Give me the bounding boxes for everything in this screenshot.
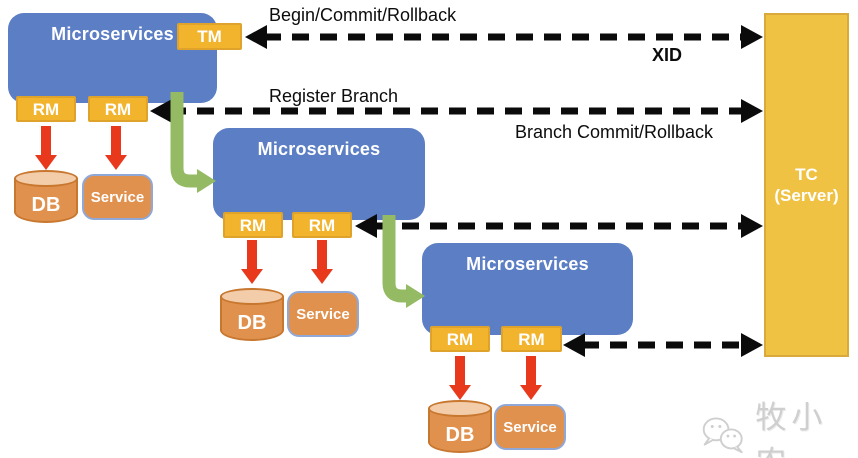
db-cylinder-top — [220, 288, 284, 305]
db-label: DB — [237, 312, 267, 334]
microservices-label: Microservices — [466, 254, 589, 274]
tc-label-line1: TC — [795, 165, 818, 184]
rm-badge-2a: RM — [223, 212, 283, 238]
microservices-box-3: Microservices — [422, 243, 633, 335]
rm-badge-3b: RM — [501, 326, 562, 352]
db-label: DB — [31, 194, 61, 216]
rm-badge-1a: RM — [16, 96, 76, 122]
service-label: Service — [296, 305, 350, 323]
dashed-arrow-register-branch — [150, 99, 763, 123]
microservices-label: Microservices — [51, 24, 174, 44]
service-box-2: Service — [287, 291, 359, 337]
watermark: 牧小农 — [698, 392, 858, 458]
red-arrow-rm1b-to-service — [105, 126, 127, 170]
rm-badge-2b: RM — [292, 212, 352, 238]
db-label: DB — [445, 424, 475, 446]
watermark-text: 牧小农 — [755, 400, 828, 458]
rm-badge-1b: RM — [88, 96, 148, 122]
red-arrow-rm3a-to-db — [449, 356, 471, 400]
service-box-1: Service — [82, 174, 153, 220]
tm-badge: TM — [177, 23, 242, 50]
db-cylinder-top — [14, 170, 78, 187]
label-register-branch: Register Branch — [269, 86, 399, 106]
dashed-arrow-begin-commit-rollback — [245, 25, 763, 49]
db-cylinder-1: DB — [14, 170, 78, 223]
service-label: Service — [503, 418, 557, 436]
dashed-arrow-branch-3 — [563, 333, 763, 357]
rm-badge-3a: RM — [430, 326, 490, 352]
db-cylinder-3: DB — [428, 400, 492, 453]
red-arrow-rm2b-to-service — [311, 240, 333, 284]
db-cylinder-top — [428, 400, 492, 417]
red-arrow-rm3b-to-service — [520, 356, 542, 400]
label-xid: XID — [652, 45, 683, 65]
label-begin-commit-rollback: Begin/Commit/Rollback — [269, 5, 457, 25]
wechat-icon — [702, 417, 743, 454]
microservices-box-2: Microservices — [213, 128, 425, 220]
tc-server-box: TC (Server) — [764, 13, 849, 357]
microservices-label: Microservices — [257, 139, 381, 159]
green-arrow-to-microservices-2 — [170, 92, 216, 193]
red-arrow-rm2a-to-db — [241, 240, 263, 284]
green-arrow-to-microservices-3 — [382, 215, 425, 308]
db-cylinder-2: DB — [220, 288, 284, 341]
service-label: Service — [90, 188, 145, 206]
red-arrow-rm1a-to-db — [35, 126, 57, 170]
label-branch-commit-rollback: Branch Commit/Rollback — [515, 122, 714, 142]
tc-label-line2: (Server) — [774, 186, 839, 205]
service-box-3: Service — [494, 404, 566, 450]
